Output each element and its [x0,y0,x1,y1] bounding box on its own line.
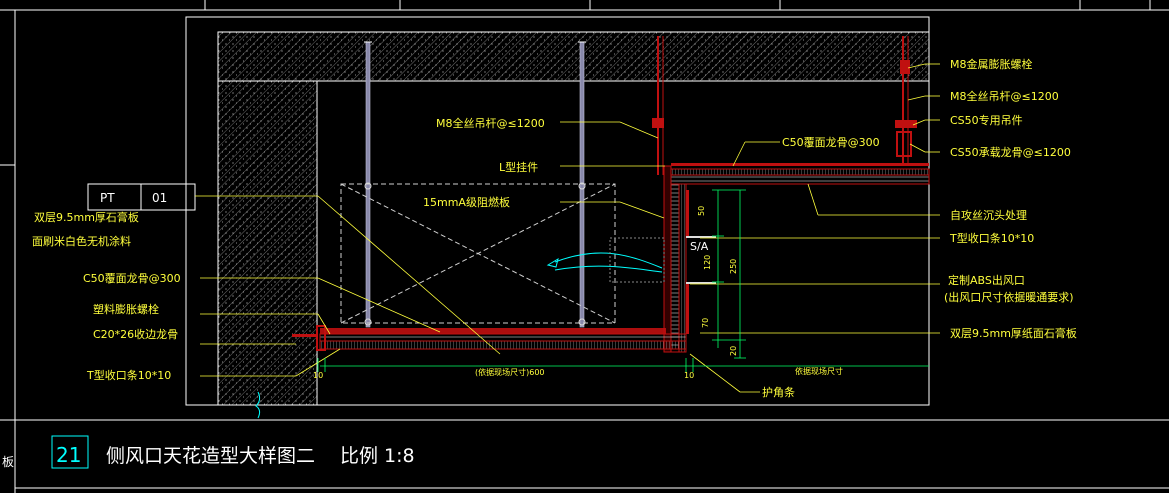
dimension-lines [317,189,929,372]
label-board-note-1: 双层9.5mm厚石膏板 [34,210,139,224]
fire-board [340,183,616,324]
detail-viewport [185,16,930,406]
label-cs50-hanger: CS50专用吊件 [950,113,1023,127]
label-m8-rod-right: M8全丝吊杆@≤1200 [950,89,1059,103]
drawing-title: 侧风口天花造型大样图二 [106,445,315,467]
center-labels: M8全丝吊杆@≤1200 L型挂件 15mmA级阻燃板 [423,116,545,209]
material-tag: PT 01 [87,183,318,211]
dim-250: 250 [729,259,738,274]
dim-span-left: (依据现场尺寸)600 [475,367,545,377]
label-fire-board: 15mmA级阻燃板 [423,195,510,209]
label-plastic-anchor: 塑料膨胀螺栓 [93,302,159,316]
dim-span-right: 依据现场尺寸 [795,366,843,376]
dim-70: 70 [701,318,710,328]
label-c50-channel-left: C50覆面龙骨@300 [83,272,181,285]
tag-number: 01 [152,191,167,205]
label-c20-edge: C20*26收边龙骨 [93,327,178,341]
label-c50-channel-right: C50覆面龙骨@300 [782,136,880,149]
label-l-hanger: L型挂件 [499,160,538,174]
label-board-note-2: 面刷米白色无机涂料 [32,234,131,248]
label-self-tap: 自攻丝沉头处理 [950,208,1027,222]
airflow-arrow [546,237,665,283]
detail-number-box [51,435,89,469]
left-labels: 双层9.5mm厚石膏板 面刷米白色无机涂料 C50覆面龙骨@300 塑料膨胀螺栓… [32,210,181,382]
label-abs-vent-1: 定制ABS出风口 [948,273,1025,287]
label-t-trim-left: T型收口条10*10 [86,368,171,382]
dim-120: 120 [703,255,712,270]
dim-20: 20 [729,346,738,356]
dimension-text: 50 120 250 70 20 10 10 (依据现场尺寸)600 依据现场尺… [313,206,843,380]
dim-10b: 10 [684,371,694,380]
right-labels: M8金属膨胀螺栓 M8全丝吊杆@≤1200 CS50专用吊件 CS50承载龙骨@… [762,57,1077,399]
title-block: 21 侧风口天花造型大样图二 比例 1:8 [51,435,415,469]
concrete-structure [217,31,930,419]
lower-ceiling [292,325,687,351]
label-sa: S/A [690,240,709,253]
label-double-board: 双层9.5mm厚纸面石膏板 [950,326,1077,340]
dim-50: 50 [697,206,706,216]
leader-lines [200,63,940,393]
label-t-trim-right: T型收口条10*10 [949,231,1034,245]
tag-code: PT [100,191,115,205]
label-m8-anchor: M8金属膨胀螺栓 [950,57,1033,71]
detail-number: 21 [56,443,81,467]
sheet-edge-char: 板 [2,455,14,469]
drawing-scale: 比例 1:8 [340,445,415,467]
label-m8-rod-center: M8全丝吊杆@≤1200 [436,116,545,130]
vent-wall [663,165,716,353]
dim-10a: 10 [313,371,323,380]
label-shadow-gap: 护角条 [762,385,795,399]
label-cs50-main: CS50承载龙骨@≤1200 [950,146,1071,159]
label-abs-vent-2: (出风口尺寸依据暖通要求) [944,290,1074,304]
